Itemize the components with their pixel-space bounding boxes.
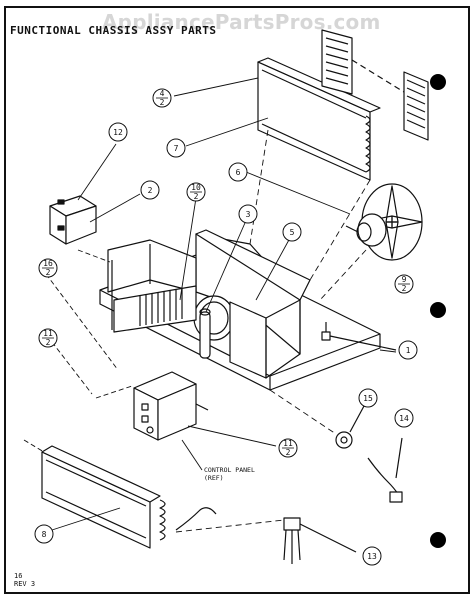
page-border	[4, 6, 470, 594]
callout-8	[34, 524, 54, 544]
callout-10-2-bottom: 2	[194, 192, 199, 201]
callout-3-label: 3	[246, 210, 251, 219]
callout-5-label: 5	[290, 228, 295, 237]
binder-hole-bottom	[430, 532, 446, 548]
callout-15	[358, 388, 378, 408]
binder-hole-middle	[430, 302, 446, 318]
callout-9-2-bottom: 2	[402, 284, 407, 293]
leader-lines	[23, 77, 397, 531]
callout-4-2-top: 4	[160, 89, 165, 98]
callout-12	[108, 122, 128, 142]
callout-1	[398, 340, 418, 360]
evaporator-frame	[107, 239, 197, 333]
capacitor	[199, 308, 211, 359]
callout-3	[238, 204, 258, 224]
callout-7-label: 7	[174, 144, 179, 153]
grille-right	[403, 71, 429, 141]
assembly-guide-lines	[175, 129, 371, 533]
callout-6-label: 6	[236, 168, 241, 177]
callout-14-label: 14	[399, 414, 409, 423]
callout-2	[140, 180, 160, 200]
condenser-fan-assembly	[345, 183, 423, 261]
callout-4-2-bottom: 2	[160, 98, 165, 107]
diagram-title: FUNCTIONAL CHASSIS ASSY PARTS	[10, 24, 217, 37]
callout-16-2-top: 16	[43, 259, 53, 268]
page-number: 16	[14, 572, 23, 580]
callout-11-2-right-bottom: 2	[286, 448, 291, 457]
control-panel-note: CONTROL PANEL (REF)	[204, 466, 255, 482]
power-cord	[367, 437, 403, 503]
grille-upper	[321, 29, 353, 95]
thermostat	[283, 517, 357, 564]
grommet	[335, 405, 365, 449]
callout-13-label: 13	[367, 552, 377, 561]
control-box	[133, 371, 209, 441]
callout-9-2-top: 9	[402, 275, 407, 284]
callout-1-label: 1	[406, 346, 411, 355]
revision-label: REV 3	[14, 580, 36, 588]
blower-scroll-housing	[193, 229, 311, 379]
screw	[321, 322, 397, 351]
watermark: AppliancePartsPros.com	[102, 10, 381, 34]
callout-15-label: 15	[363, 394, 373, 403]
callout-11-2-left-top: 11	[43, 329, 53, 338]
callout-11-2-right-top: 11	[283, 439, 293, 448]
control-panel-note-line1: CONTROL PANEL	[204, 466, 255, 474]
callout-2-label: 2	[148, 186, 153, 195]
callout-13	[362, 546, 382, 566]
callout-10-2-top: 10	[191, 183, 201, 192]
callout-7	[166, 138, 186, 158]
callout-5	[282, 222, 302, 242]
page-footer: 16 REV 3	[14, 572, 35, 588]
binder-hole-top	[430, 74, 446, 90]
callout-14	[394, 408, 414, 428]
callout-16-2-bottom: 2	[46, 268, 51, 277]
callout-8-label: 8	[42, 530, 47, 539]
evaporator-coil	[41, 445, 217, 549]
relay-box	[49, 195, 97, 245]
callout-11-2-left-bottom: 2	[46, 338, 51, 347]
condenser-coil	[257, 57, 381, 181]
callout-12-label: 12	[113, 128, 123, 137]
control-panel-note-line2: (REF)	[204, 474, 224, 482]
callout-6	[228, 162, 248, 182]
